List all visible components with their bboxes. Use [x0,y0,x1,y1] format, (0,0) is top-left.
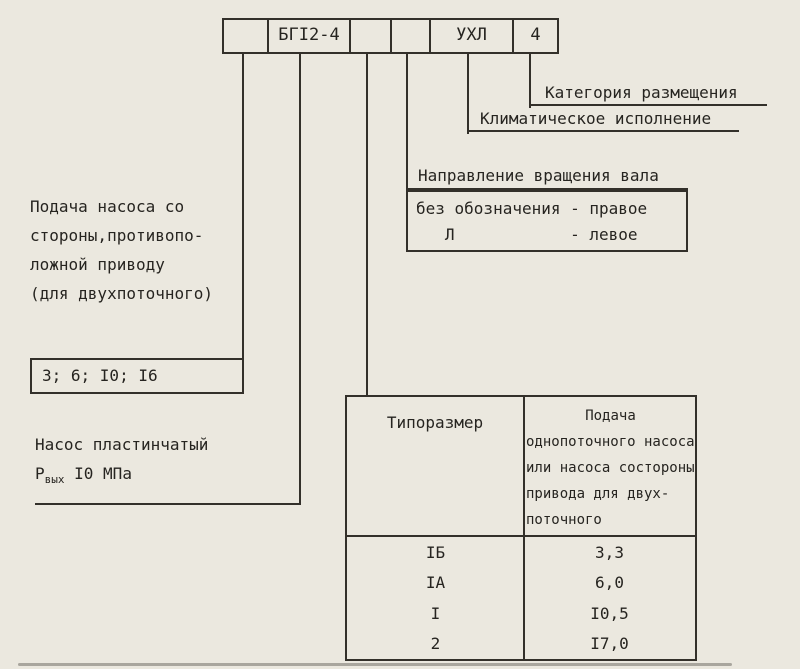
table-header-flow-line: однопоточного насоса [526,434,695,450]
rotation-option-left: Л - левое [416,225,638,244]
table-header-flow-line: или насоса состороны [526,460,695,476]
table-header-flow: Подача однопоточного насоса или насоса с… [524,403,695,533]
designation-cell-climate: УХЛ [429,20,512,52]
designation-code-box: БГI2-4 УХЛ 4 [222,18,559,54]
rotation-option-right: без обозначения - правое [416,199,648,218]
rotation-direction-title: Направление вращения вала [406,164,688,190]
table-header-flow-line: привода для двух- [526,486,670,502]
label-placement-category: Категория размещения [529,82,767,106]
size-cell: IБ [425,542,446,562]
table-header-flow-line: Подача [585,408,636,424]
feed-note-line: ложной приводу [30,255,165,274]
size-cell: IА [425,573,446,593]
size-cell: 2 [430,634,441,654]
feed-note: Подача насоса со стороны,противопо- ложн… [30,192,213,308]
flow-cell: 6,0 [595,573,624,593]
feed-note-line: Подача насоса со [30,197,185,216]
flow-cell: I7,0 [590,634,629,654]
table-header-size: Типоразмер [386,413,484,432]
table-row: IБ 3,3 [347,537,695,568]
designation-cell-size [349,20,390,52]
table-row: I I0,5 [347,598,695,629]
pressure-value: I0 МПа [64,464,132,483]
table-row: IА 6,0 [347,568,695,599]
scan-artifact [18,663,732,666]
feed-note-line: стороны,противопо- [30,226,204,245]
table-row: 2 I7,0 [347,629,695,660]
designation-cell-series: БГI2-4 [267,20,349,52]
table-header-divider [347,535,695,537]
table-body: IБ 3,3 IА 6,0 I I0,5 2 I7,0 [347,537,695,659]
connector-line-feed [242,52,244,362]
feed-values-box: 3; 6; I0; I6 [30,358,244,394]
pump-type-line1: Насос пластинчатый [35,435,209,454]
connector-line-category [529,52,531,108]
pump-type-underline [35,503,301,505]
rotation-direction-box: без обозначения - правое Л - левое [406,190,688,252]
size-cell: I [430,603,441,623]
table-column-divider [523,397,525,659]
connector-line-rotation [406,52,408,192]
pressure-subscript: вых [44,473,65,487]
pressure-symbol: Р [35,464,45,483]
designation-cell-rotation [390,20,429,52]
feed-note-line: (для двухпоточного) [30,284,214,303]
connector-line-size [366,52,368,397]
pump-type-label: Насос пластинчатый Рвых I0 МПа [35,430,208,494]
designation-cell-category: 4 [512,20,557,52]
connector-line-series [299,52,301,505]
pump-type-line2: Рвых I0 МПа [35,459,208,494]
flow-cell: 3,3 [595,542,624,562]
flow-cell: I0,5 [590,603,629,623]
label-climatic-version: Климатическое исполнение [467,108,739,132]
size-flow-table: Типоразмер Подача однопоточного насоса и… [345,395,697,661]
designation-cell-feed [224,20,267,52]
connector-line-climate [467,52,469,134]
table-header-flow-line: поточного [526,512,602,528]
